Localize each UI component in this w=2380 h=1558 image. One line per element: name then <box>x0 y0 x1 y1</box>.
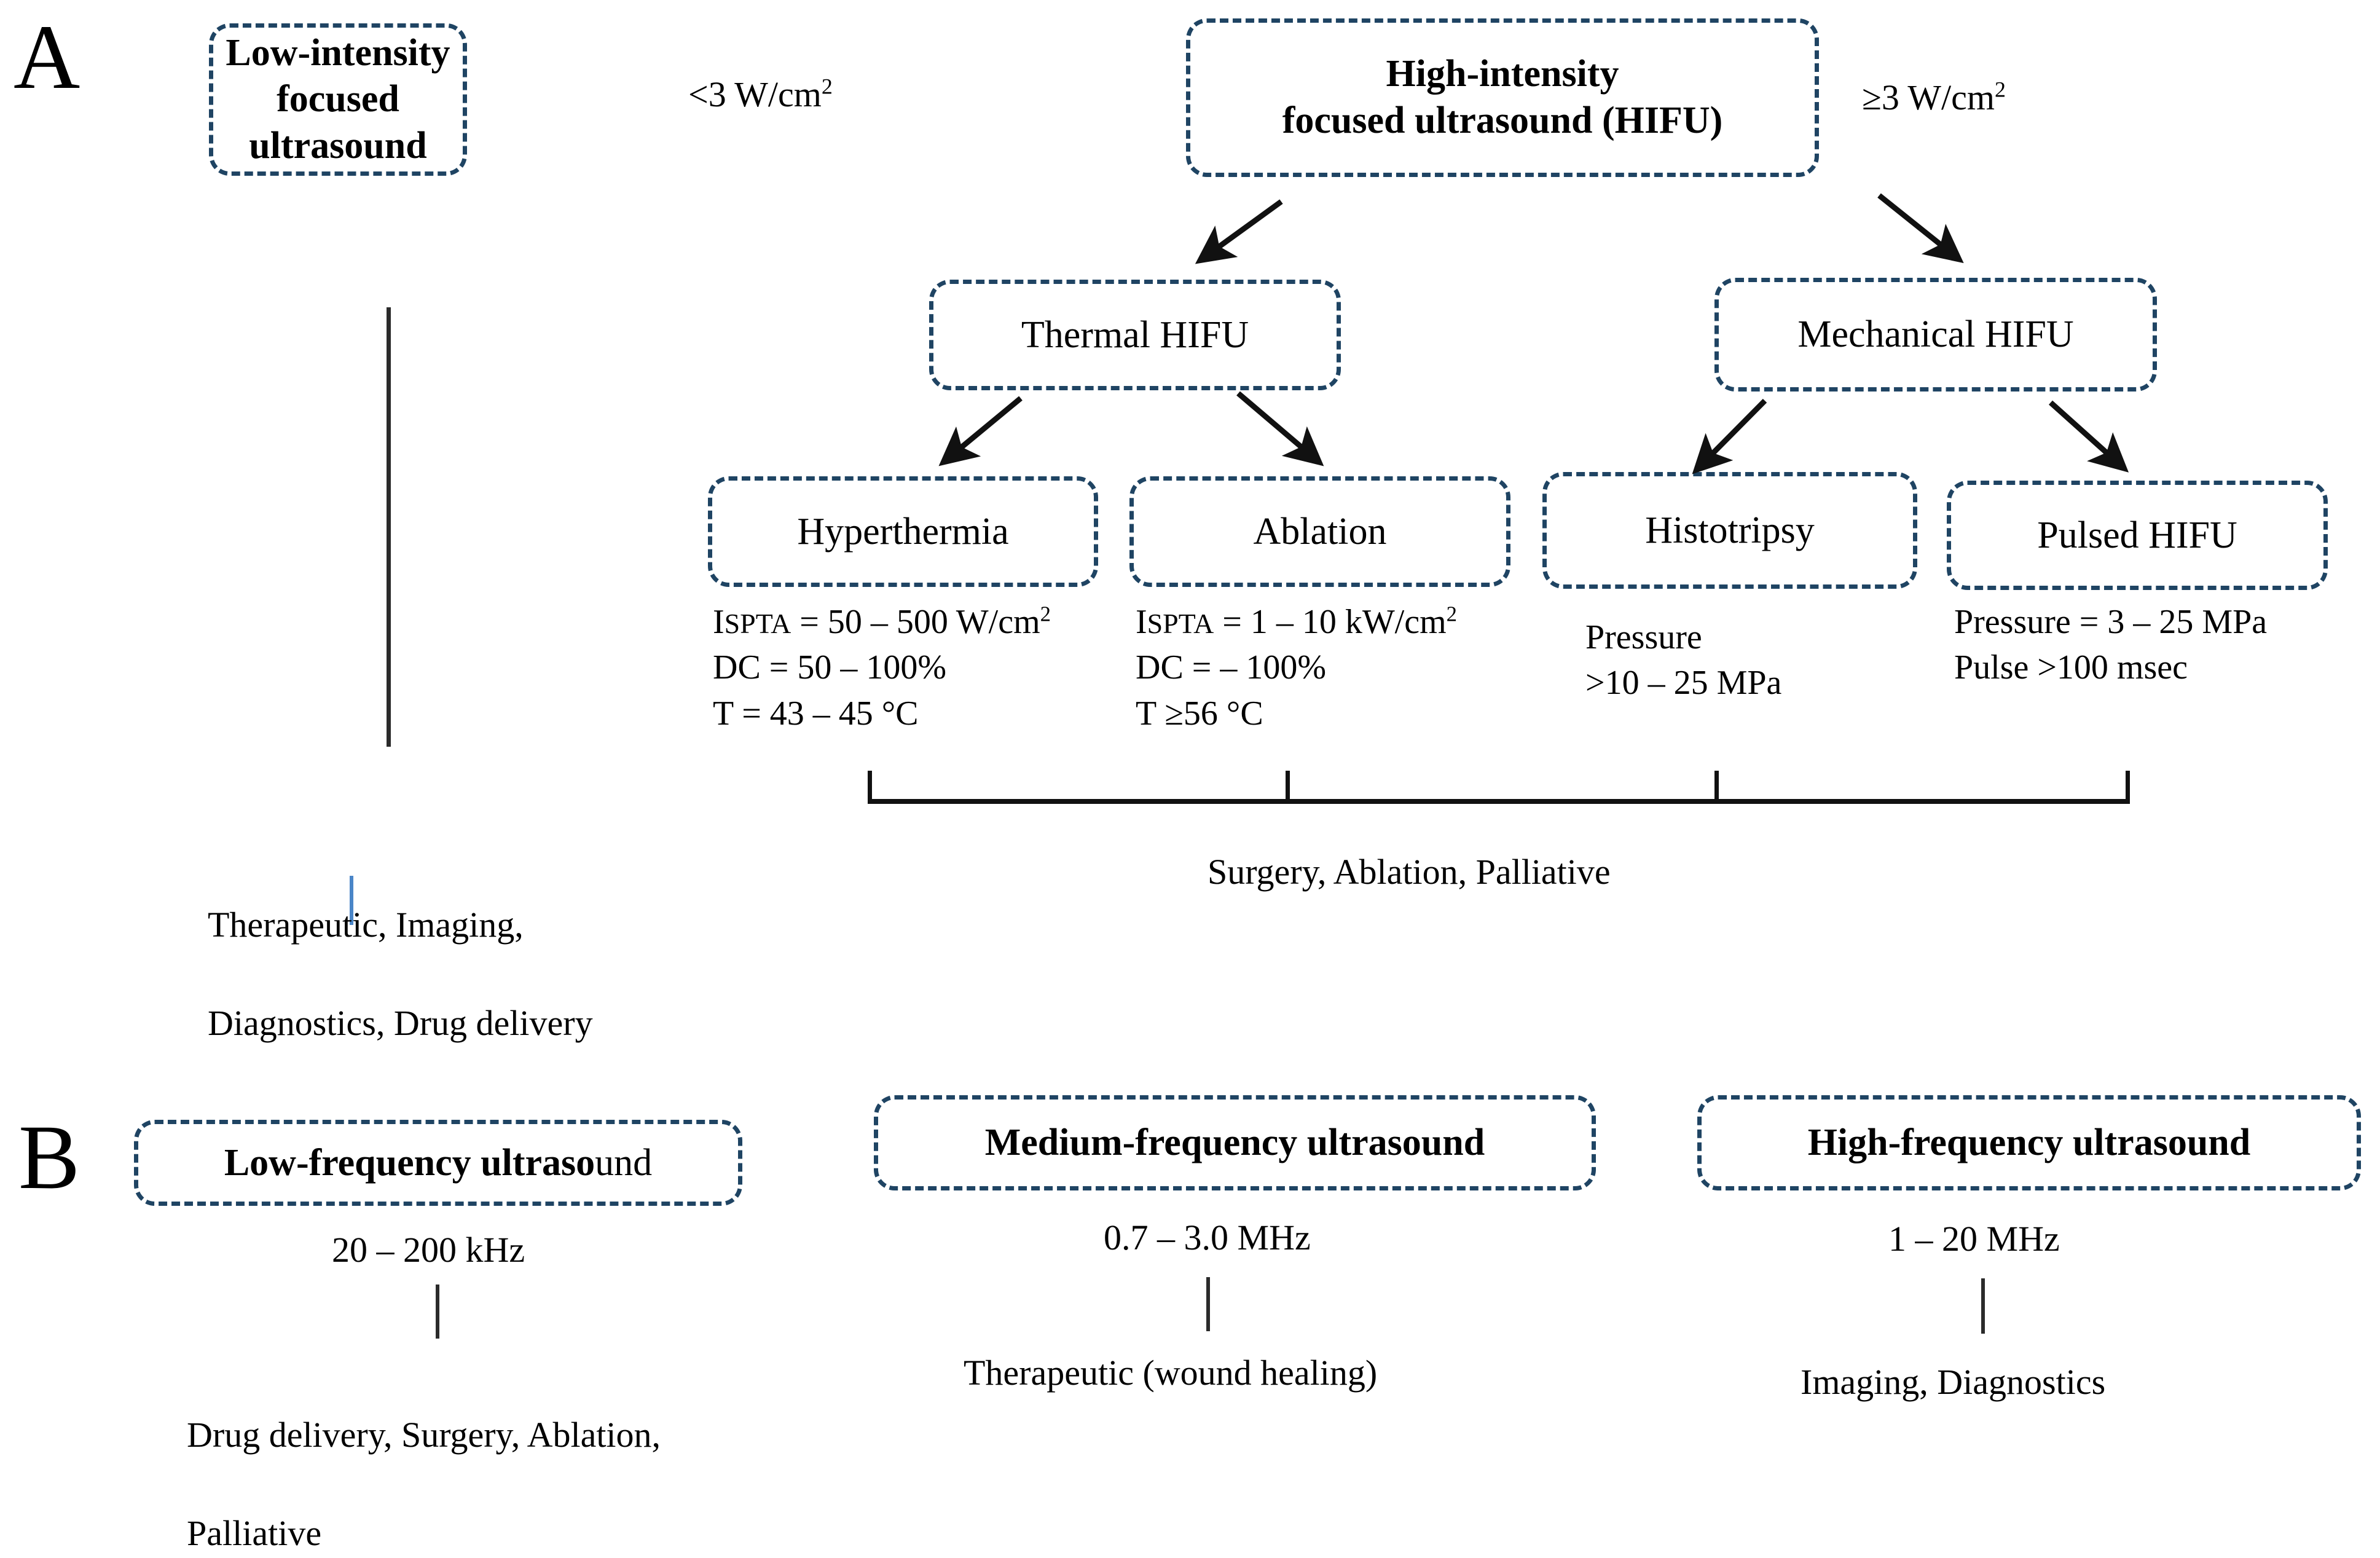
low-frequency-range: 20 – 200 kHz <box>332 1230 525 1270</box>
panel-b-letter: B <box>18 1106 81 1208</box>
box-ablation[interactable]: Ablation <box>1129 476 1510 587</box>
high-frequency-range: 1 – 20 MHz <box>1888 1219 2060 1259</box>
low-frequency-uses: Drug delivery, Surgery, Ablation, Pallia… <box>187 1361 661 1558</box>
arrow-mechanical-to-pulsed <box>2048 400 2129 473</box>
hifu-bracket-tick-right <box>2126 771 2130 801</box>
box-low-intensity-focused-ultrasound[interactable]: Low-intensity focused ultrasound <box>209 23 467 176</box>
ablation-param-line-3: T ≥56 °C <box>1136 694 1263 733</box>
hifu-intensity-value: ≥3 W/cm <box>1862 77 1995 117</box>
hyperthermia-ispta-value: = 50 – 500 W/cm <box>791 603 1040 641</box>
box-high-frequency-ultrasound[interactable]: High-frequency ultrasound <box>1697 1095 2361 1190</box>
low-frequency-connector <box>436 1285 439 1339</box>
box-hifu-text: High-intensity focused ultrasound (HIFU) <box>1190 51 1815 144</box>
lifu-intensity-exponent: 2 <box>821 74 833 99</box>
hifu-bracket-tick-2 <box>1286 771 1290 801</box>
medium-frequency-uses: Therapeutic (wound healing) <box>964 1353 1378 1393</box>
ablation-ispta-i: I <box>1136 603 1147 641</box>
high-frequency-connector <box>1981 1278 1985 1334</box>
box-lifu-text: Low-intensity focused ultrasound <box>213 30 463 170</box>
hyperthermia-param-line-3: T = 43 – 45 °C <box>713 694 919 733</box>
histotripsy-param-line-1: Pressure <box>1585 618 1702 656</box>
pulsed-hifu-parameters: Pressure = 3 – 25 MPa Pulse >100 msec <box>1954 599 2267 691</box>
lifu-connector-line <box>387 307 391 747</box>
high-frequency-uses: Imaging, Diagnostics <box>1801 1362 2106 1402</box>
hyperthermia-param-line-2: DC = 50 – 100% <box>713 648 947 687</box>
lifu-line-1: Low-intensity <box>226 31 450 74</box>
hyperthermia-label: Hyperthermia <box>797 510 1009 553</box>
ablation-param-line-1: ISPTA = 1 – 10 kW/cm2 <box>1136 603 1457 641</box>
hifu-line-1: High-intensity <box>1386 53 1619 95</box>
ablation-label: Ablation <box>1253 510 1387 553</box>
box-hyperthermia[interactable]: Hyperthermia <box>708 476 1098 587</box>
box-pulsed-hifu[interactable]: Pulsed HIFU <box>1947 481 2328 590</box>
arrow-thermal-to-hyperthermia <box>938 396 1023 466</box>
hifu-uses-label: Surgery, Ablation, Palliative <box>1208 852 1611 892</box>
arrow-hifu-to-mechanical <box>1877 193 1964 264</box>
lifu-blue-tick <box>350 876 353 925</box>
pulsed-param-line-2: Pulse >100 msec <box>1954 648 2188 687</box>
box-histotripsy[interactable]: Histotripsy <box>1542 472 1917 589</box>
hyperthermia-ispta-exponent: 2 <box>1040 602 1051 626</box>
medium-frequency-label: Medium-frequency ultrasound <box>984 1122 1485 1163</box>
box-medium-frequency-ultrasound[interactable]: Medium-frequency ultrasound <box>874 1095 1596 1190</box>
hifu-intensity-exponent: 2 <box>1995 77 2006 102</box>
medium-frequency-range: 0.7 – 3.0 MHz <box>1104 1218 1311 1257</box>
lifu-line-2: focused ultrasound <box>249 78 427 167</box>
hifu-intensity-label: ≥3 W/cm2 <box>1862 77 2006 118</box>
lifu-uses-label: Therapeutic, Imaging, Diagnostics, Drug … <box>208 851 593 1048</box>
hifu-bracket-horizontal <box>868 799 2130 804</box>
ablation-parameters: ISPTA = 1 – 10 kW/cm2 DC = – 100% T ≥56 … <box>1136 599 1457 736</box>
hyperthermia-param-line-1: ISPTA = 50 – 500 W/cm2 <box>713 603 1051 641</box>
lifu-uses-line-2: Diagnostics, Drug delivery <box>208 1003 593 1044</box>
arrow-thermal-to-ablation <box>1236 391 1324 466</box>
box-low-frequency-ultrasound[interactable]: Low-frequency ultrasound <box>134 1120 742 1206</box>
hifu-bracket-tick-3 <box>1714 771 1719 801</box>
low-frequency-label-tail: und <box>595 1141 653 1184</box>
mechanical-hifu-label: Mechanical HIFU <box>1797 313 2074 355</box>
ablation-ispta-subscript: SPTA <box>1147 608 1214 639</box>
histotripsy-label: Histotripsy <box>1645 509 1815 551</box>
ablation-param-line-2: DC = – 100% <box>1136 648 1327 687</box>
low-frequency-label-bold: Low-frequency ultraso <box>224 1141 595 1184</box>
figure-canvas: A Low-intensity focused ultrasound <3 W/… <box>14 6 2361 1553</box>
ispta-i: I <box>713 603 725 641</box>
histotripsy-param-line-2: >10 – 25 MPa <box>1585 664 1782 702</box>
arrow-mechanical-to-histotripsy <box>1692 398 1767 474</box>
lifu-uses-line-1: Therapeutic, Imaging, <box>208 905 524 945</box>
hifu-bracket-tick-left <box>868 771 872 801</box>
ispta-subscript: SPTA <box>724 608 791 639</box>
pulsed-param-line-1: Pressure = 3 – 25 MPa <box>1954 603 2268 641</box>
arrow-hifu-to-thermal <box>1195 199 1283 264</box>
hyperthermia-parameters: ISPTA = 50 – 500 W/cm2 DC = 50 – 100% T … <box>713 599 1051 736</box>
box-high-intensity-focused-ultrasound[interactable]: High-intensity focused ultrasound (HIFU) <box>1186 18 1819 177</box>
lifu-intensity-value: <3 W/cm <box>688 74 822 114</box>
box-thermal-hifu[interactable]: Thermal HIFU <box>929 280 1341 390</box>
thermal-hifu-label: Thermal HIFU <box>1021 313 1249 356</box>
histotripsy-parameters: Pressure >10 – 25 MPa <box>1585 615 1781 706</box>
medium-frequency-connector <box>1206 1277 1210 1331</box>
ablation-ispta-exponent: 2 <box>1446 602 1458 626</box>
box-mechanical-hifu[interactable]: Mechanical HIFU <box>1714 278 2157 391</box>
low-frequency-label: Low-frequency ultrasound <box>138 1141 738 1185</box>
low-frequency-uses-line-1: Drug delivery, Surgery, Ablation, <box>187 1415 661 1455</box>
lifu-intensity-label: <3 W/cm2 <box>688 74 833 115</box>
low-frequency-uses-line-2: Palliative <box>187 1513 322 1554</box>
panel-a-letter: A <box>14 6 81 108</box>
high-frequency-label: High-frequency ultrasound <box>1807 1122 2251 1163</box>
pulsed-hifu-label: Pulsed HIFU <box>2037 514 2237 556</box>
hifu-line-2: focused ultrasound (HIFU) <box>1282 100 1723 141</box>
ablation-ispta-value: = 1 – 10 kW/cm <box>1214 603 1447 641</box>
